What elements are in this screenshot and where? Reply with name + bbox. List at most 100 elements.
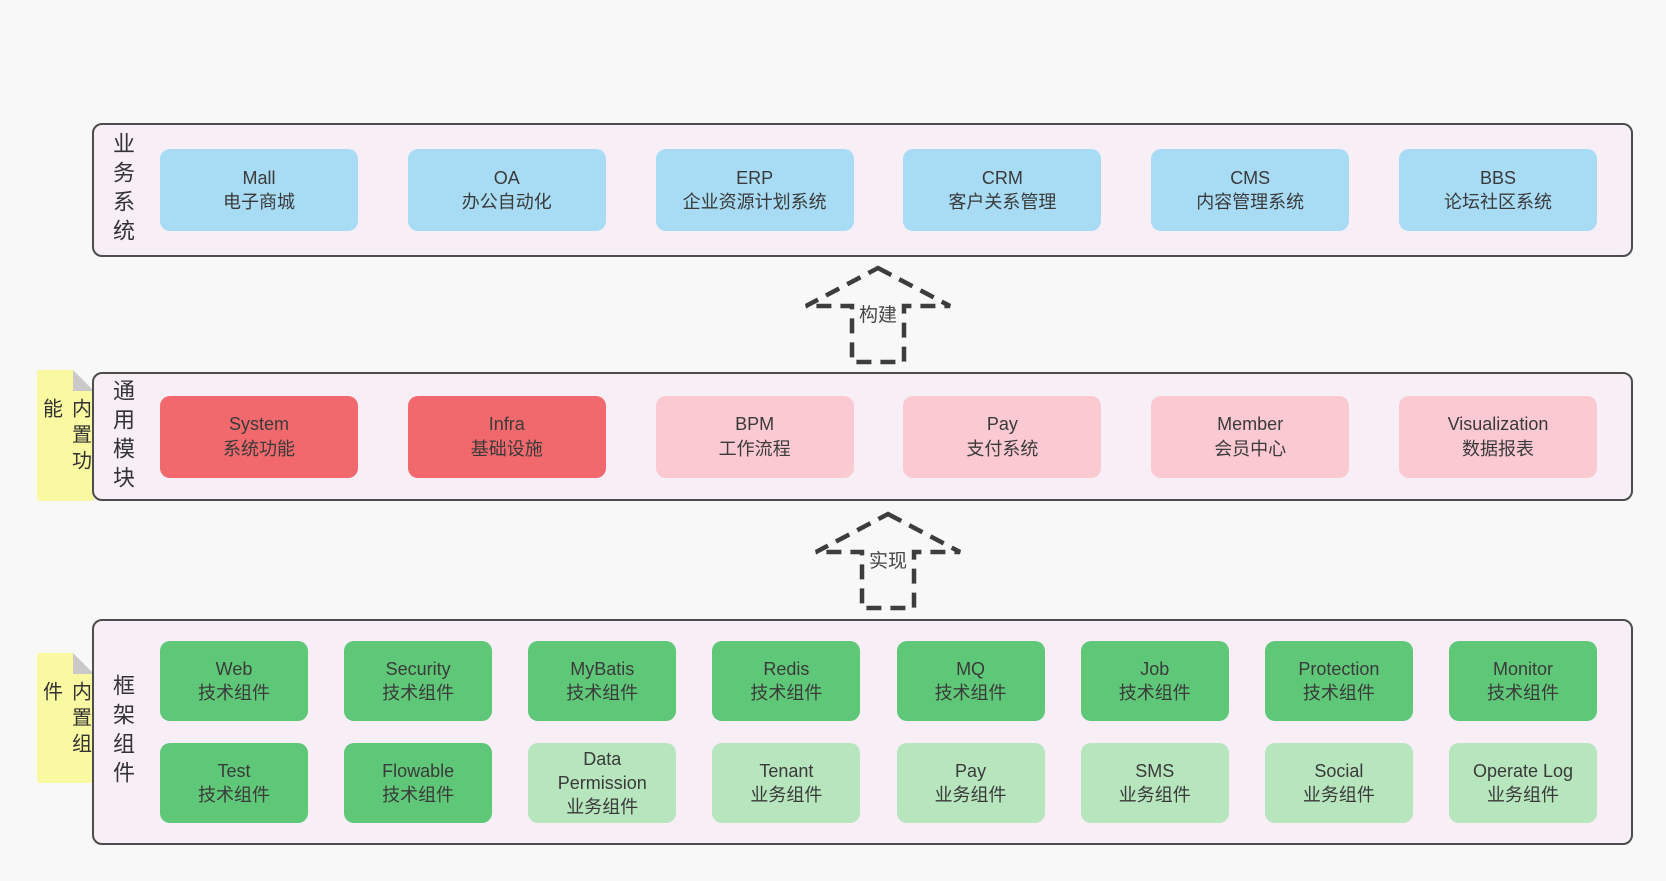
box-pay: Pay 支付系统 [903, 395, 1102, 478]
box-subtitle: 系统功能 [223, 438, 295, 459]
box-job: Job 技术组件 [1080, 641, 1229, 721]
sticky-note-builtin-components-text: 内置组件 [39, 681, 91, 759]
box-mybatis: MyBatis 技术组件 [528, 641, 677, 721]
box-social: Social 业务组件 [1264, 743, 1413, 823]
box-subtitle: 技术组件 [566, 683, 639, 703]
box-visualization: Visualization 数据报表 [1398, 395, 1597, 478]
box-subtitle: 内容管理系统 [1196, 192, 1305, 212]
box-oa: OA 办公自动化 [407, 149, 606, 231]
box-subtitle: 业务组件 [934, 785, 1007, 805]
common-modules-layer: 通用模块 System 系统功能 Infra 基础设施 BPM 工作流程 Pay 支付系统 Me… [92, 372, 1633, 501]
box-title: Tenant [759, 760, 814, 781]
sticky-note-builtin-features-text: 内置功能 [39, 398, 91, 476]
box-title: Social [1314, 760, 1364, 781]
implement-arrow: 实现 [808, 508, 968, 612]
box-subtitle: 支付系统 [966, 438, 1039, 459]
box-title: Monitor [1492, 658, 1553, 679]
box-title: Operate Log [1472, 760, 1574, 781]
box-mq: MQ 技术组件 [896, 641, 1045, 721]
box-title: Job [1140, 658, 1170, 679]
box-subtitle: 技术组件 [1302, 683, 1375, 703]
box-title: Mall [242, 167, 276, 188]
box-infra: Infra 基础设施 [407, 395, 606, 478]
box-title: Web [215, 658, 253, 679]
common-modules-box-row: System 系统功能 Infra 基础设施 BPM 工作流程 Pay 支付系统 Member 会… [138, 374, 1631, 499]
box-mall: Mall 电子商城 [160, 149, 358, 231]
box-subtitle: 办公自动化 [461, 192, 552, 212]
box-title: Pay [955, 760, 987, 781]
box-redis: Redis 技术组件 [712, 641, 861, 721]
box-member: Member 会员中心 [1151, 395, 1350, 478]
box-erp: ERP 企业资源计划系统 [655, 149, 854, 231]
box-title: ERP [736, 167, 774, 188]
box-subtitle: 技术组件 [1486, 683, 1559, 703]
box-subtitle: 业务组件 [1302, 785, 1375, 805]
box-subtitle: 技术组件 [198, 683, 270, 703]
box-sms: SMS 业务组件 [1080, 743, 1229, 823]
box-subtitle: 技术组件 [750, 683, 823, 703]
box-title: SMS [1135, 760, 1175, 781]
box-cms: CMS 内容管理系统 [1151, 149, 1350, 231]
box-subtitle: 数据报表 [1461, 438, 1534, 459]
box-title: OA [493, 167, 520, 188]
box-bbs: BBS 论坛社区系统 [1398, 149, 1597, 231]
box-subtitle: 工作流程 [718, 438, 791, 459]
box-title: System [228, 414, 289, 435]
box-title: Security [385, 658, 451, 679]
box-subtitle: 业务组件 [750, 785, 823, 805]
box-data-permission: Data Permission 业务组件 [528, 743, 677, 823]
box-subtitle: 业务组件 [1486, 785, 1559, 805]
box-title: MQ [956, 658, 986, 679]
box-title: Test [217, 760, 251, 781]
box-monitor: Monitor 技术组件 [1448, 641, 1597, 721]
box-title: Protection [1298, 658, 1380, 679]
box-title: Member [1217, 414, 1284, 435]
box-title: MyBatis [570, 658, 635, 679]
box-title: CMS [1230, 167, 1271, 188]
implement-arrow-label: 实现 [865, 546, 911, 573]
common-modules-label: 通用模块 [110, 378, 135, 495]
box-subtitle: 技术组件 [934, 683, 1007, 703]
box-web: Web 技术组件 [160, 641, 308, 721]
box-title: Pay [986, 414, 1018, 435]
box-protection: Protection 技术组件 [1264, 641, 1413, 721]
framework-components-label: 框架组件 [110, 674, 135, 790]
box-title: BPM [735, 414, 775, 435]
box-title: BBS [1479, 167, 1516, 188]
box-title: CRM [981, 167, 1023, 188]
box-subtitle: 企业资源计划系统 [682, 192, 827, 212]
box-title: Data Permission [557, 748, 647, 793]
box-flowable: Flowable 技术组件 [344, 743, 493, 823]
box-title: Flowable [382, 760, 455, 781]
box-subtitle: 基础设施 [470, 438, 543, 459]
box-tenant: Tenant 业务组件 [712, 743, 861, 823]
sticky-note-builtin-features: 内置功能 [37, 370, 94, 501]
box-crm: CRM 客户关系管理 [903, 149, 1102, 231]
box-subtitle: 会员中心 [1214, 438, 1287, 459]
box-subtitle: 技术组件 [1118, 683, 1191, 703]
box-title: Visualization [1447, 414, 1549, 435]
box-subtitle: 业务组件 [1118, 785, 1191, 805]
box-system: System 系统功能 [160, 395, 358, 478]
box-subtitle: 论坛社区系统 [1443, 192, 1552, 212]
business-systems-box-row: Mall 电子商城 OA 办公自动化 ERP 企业资源计划系统 CRM 客户关系管理 CMS 内容… [138, 125, 1631, 255]
sticky-note-builtin-components: 内置组件 [37, 653, 94, 783]
build-arrow-label: 构建 [855, 300, 901, 327]
box-subtitle: 客户关系管理 [948, 192, 1057, 212]
box-title: Infra [488, 414, 525, 435]
box-test: Test 技术组件 [160, 743, 308, 823]
box-subtitle: 电子商城 [223, 192, 295, 212]
box-subtitle: 业务组件 [566, 797, 639, 818]
box-subtitle: 技术组件 [198, 785, 270, 805]
box-title: Redis [763, 658, 810, 679]
box-operate-log: Operate Log 业务组件 [1448, 743, 1597, 823]
box-bpm: BPM 工作流程 [655, 395, 854, 478]
box-subtitle: 技术组件 [382, 683, 455, 703]
box-subtitle: 技术组件 [382, 785, 455, 805]
box-pay: Pay 业务组件 [896, 743, 1045, 823]
